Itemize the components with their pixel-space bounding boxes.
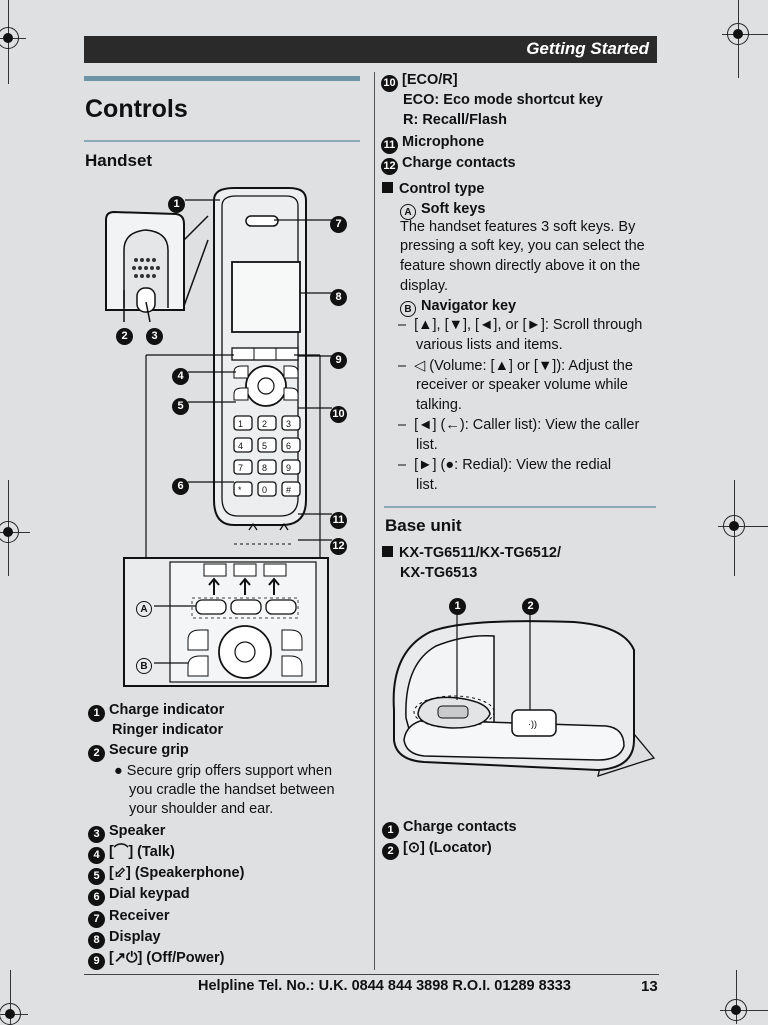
column-divider <box>374 72 375 970</box>
base-unit-rule <box>384 506 656 508</box>
soft-keys-desc-2: pressing a soft key, you can select the <box>400 238 645 254</box>
soft-keys-desc-1: The handset features 3 soft keys. By <box>400 219 636 235</box>
callout-4: 4 <box>172 363 193 385</box>
handset-rule <box>84 140 360 142</box>
legend-bullet-text-3: your shoulder and ear. <box>129 801 274 817</box>
callout-3: 3 <box>146 323 167 345</box>
soft-keys-desc-4: display. <box>400 278 449 294</box>
svg-text:1: 1 <box>238 419 243 429</box>
legend-bullet-text-2: you cradle the handset between <box>129 782 335 798</box>
nav-item-2b: receiver or speaker volume while <box>416 377 628 393</box>
svg-text:4: 4 <box>238 441 243 451</box>
control-type-heading: Control type <box>382 179 484 199</box>
callout-B: B <box>136 653 157 674</box>
eco-item-title: 10[ECO/R] <box>381 70 458 92</box>
svg-text:#: # <box>286 485 291 495</box>
callout-9: 9 <box>330 347 351 369</box>
nav-item-1b: various lists and items. <box>416 337 563 353</box>
section-title: Getting Started <box>526 39 649 58</box>
soft-keys-desc-3: feature shown directly above it on the <box>400 258 641 274</box>
models-line-2: KX-TG6513 <box>400 565 478 581</box>
base-item-2: 2[⊙] (Locator) <box>382 838 492 860</box>
legend-bullet-text: ● Secure grip offers support when <box>114 763 333 779</box>
callout-A: A <box>136 596 157 617</box>
nav-item-1: – [▲], [▼], [◄], or [►]: Scroll through <box>398 317 643 333</box>
nav-item-3: – [◄] (←): Caller list): View the caller <box>398 417 640 433</box>
base-unit-heading: Base unit <box>385 516 462 535</box>
base-callout-1: 1 <box>449 593 470 615</box>
svg-text:9: 9 <box>286 463 291 473</box>
callout-8: 8 <box>330 284 351 306</box>
svg-text:3: 3 <box>286 419 291 429</box>
controls-rule <box>84 76 360 81</box>
callout-11: 11 <box>330 507 351 529</box>
callout-6: 6 <box>172 473 193 495</box>
base-callout-2: 2 <box>522 593 543 615</box>
nav-item-2c: talking. <box>416 397 462 413</box>
legend-item-5: 5[⬃] (Speakerphone) <box>88 863 244 885</box>
handset-heading: Handset <box>85 151 153 170</box>
svg-text:·)): ·)) <box>528 719 537 729</box>
svg-text:8: 8 <box>262 463 267 473</box>
nav-item-4: – [►] (●: Redial): View the redial <box>398 457 612 473</box>
svg-text:0: 0 <box>262 485 267 495</box>
nav-item-3b: list. <box>416 437 438 453</box>
svg-text:*: * <box>238 485 242 495</box>
base-unit-illustration: ·)) <box>392 610 656 777</box>
page-heading: Controls <box>85 95 188 123</box>
page-number: 13 <box>641 978 658 995</box>
callout-2: 2 <box>116 323 137 345</box>
callout-1: 1 <box>168 191 189 213</box>
section-header-bar: Getting Started <box>84 36 657 63</box>
callout-12: 12 <box>330 533 351 555</box>
svg-text:2: 2 <box>262 419 267 429</box>
models-line-1: KX-TG6511/KX-TG6512/ <box>382 543 561 563</box>
legend-item-4: 4[⌒] (Talk) <box>88 842 175 864</box>
legend-item-1b: Ringer indicator <box>112 722 224 738</box>
svg-text:6: 6 <box>286 441 291 451</box>
footer-rule <box>84 974 659 975</box>
callout-10: 10 <box>330 401 351 423</box>
nav-item-2: – ◁ (Volume: [▲] or [▼]): Adjust the <box>398 358 633 374</box>
callout-5: 5 <box>172 393 193 415</box>
svg-text:5: 5 <box>262 441 267 451</box>
svg-text:7: 7 <box>238 463 243 473</box>
eco-line-2: R: Recall/Flash <box>403 112 507 128</box>
nav-item-4b: list. <box>416 477 438 493</box>
legend-item-9: 9[↗⏻] (Off/Power) <box>88 948 224 970</box>
helpline: Helpline Tel. No.: U.K. 0844 844 3898 R.… <box>198 978 571 994</box>
eco-line-1: ECO: Eco mode shortcut key <box>403 92 603 108</box>
callout-7: 7 <box>330 211 351 233</box>
